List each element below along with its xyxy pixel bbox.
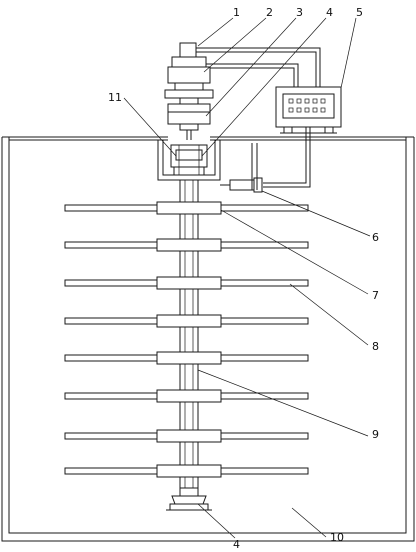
label-6: 6 <box>372 231 379 244</box>
stirring-arm <box>64 238 309 252</box>
label-4-top: 4 <box>326 6 333 19</box>
stirring-arm <box>64 429 309 443</box>
label-10: 10 <box>330 531 344 544</box>
bearing-housing <box>157 140 221 181</box>
motor-assembly <box>164 42 214 140</box>
leader-lines <box>123 17 371 539</box>
label-9: 9 <box>372 428 379 441</box>
control-box <box>275 86 342 134</box>
label-5: 5 <box>356 6 363 19</box>
label-8: 8 <box>372 340 379 353</box>
label-7: 7 <box>372 289 379 302</box>
label-1: 1 <box>233 6 240 19</box>
label-3: 3 <box>296 6 303 19</box>
stirring-arm <box>64 201 309 215</box>
stirring-arm <box>64 464 309 478</box>
wires <box>196 47 321 188</box>
bottom-bearing <box>166 487 212 511</box>
stirring-arm <box>64 351 309 365</box>
label-4-bottom: 4 <box>233 538 240 551</box>
label-2: 2 <box>266 6 273 19</box>
sensor <box>220 143 263 193</box>
stirring-arm <box>64 314 309 328</box>
stirring-arms <box>64 201 309 478</box>
label-11: 11 <box>108 91 122 104</box>
stirring-arm <box>64 276 309 290</box>
reference-labels: 1 2 3 4 5 11 6 7 8 9 10 4 <box>108 6 379 551</box>
stirring-arm <box>64 389 309 403</box>
control-box-terminals <box>288 98 326 113</box>
tank <box>1 136 415 542</box>
